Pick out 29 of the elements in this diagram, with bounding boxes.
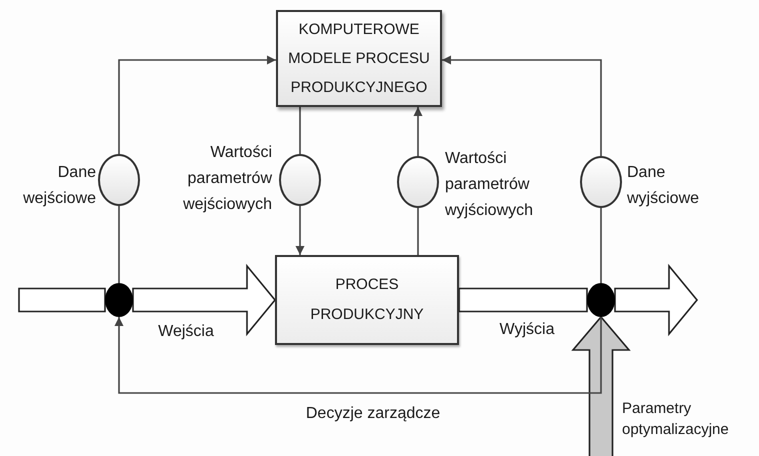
ellipse-marker bbox=[397, 156, 439, 208]
block-arrow-shaft bbox=[18, 288, 106, 312]
block-arrow bbox=[571, 316, 631, 456]
model-box bbox=[276, 10, 442, 107]
arrow bbox=[442, 56, 602, 156]
connector-line bbox=[299, 107, 301, 154]
block-arrow bbox=[132, 264, 276, 336]
process-box bbox=[275, 255, 459, 345]
connector-line bbox=[118, 206, 120, 283]
connector-line bbox=[417, 208, 419, 255]
node-caption: Dane wejściowe bbox=[22, 163, 96, 209]
node-label: PROCES PRODUKCYJNY bbox=[309, 275, 425, 325]
block-arrow-shaft bbox=[458, 288, 588, 312]
arrow bbox=[414, 107, 422, 156]
junction-dot bbox=[105, 283, 133, 317]
arrow bbox=[118, 56, 276, 154]
node-label: KOMPUTEROWE MODELE PROCESU PRODUKCYJNEGO bbox=[287, 20, 431, 98]
arrow bbox=[114, 317, 602, 394]
arrow bbox=[296, 206, 304, 255]
node-caption: Wartości parametrów wejściowych bbox=[182, 143, 272, 215]
annotation-label: Parametry optymalizacyjne bbox=[622, 399, 730, 440]
connector-line bbox=[600, 208, 602, 283]
ellipse-marker bbox=[580, 156, 622, 208]
node-caption: Dane wyjściowe bbox=[627, 163, 700, 209]
ellipse-marker bbox=[279, 154, 321, 206]
node-caption: Wartości parametrów wyjściowych bbox=[445, 149, 534, 221]
ellipse-marker bbox=[98, 154, 140, 206]
block-arrow bbox=[614, 264, 698, 336]
junction-dot bbox=[587, 283, 615, 317]
